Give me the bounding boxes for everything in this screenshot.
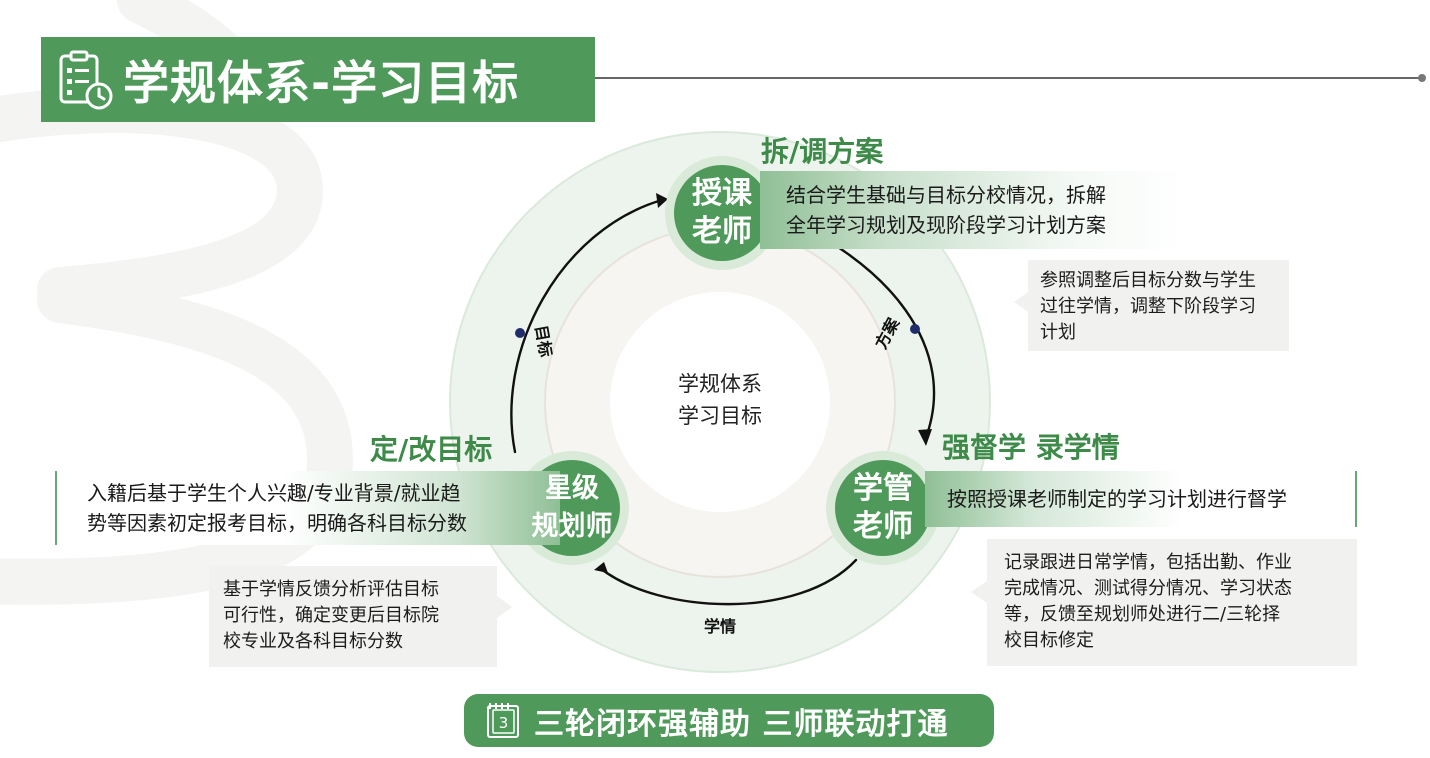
band-teacher-line-1: 结合学生基础与目标分校情况，拆解 bbox=[786, 183, 1106, 207]
note-manager-line-4: 校目标修定 bbox=[1004, 630, 1094, 651]
inner-circle bbox=[610, 292, 830, 512]
note-manager: 记录跟进日常学情，包括出勤、作业 完成情况、测试得分情况、学习状态 等，反馈至规… bbox=[971, 539, 1357, 666]
band-planner-line-2: 势等因素初定报考目标，明确各科目标分数 bbox=[87, 511, 467, 535]
band-teacher-line-2: 全年学习规划及现阶段学习计划方案 bbox=[786, 213, 1106, 237]
clipboard-clock-icon bbox=[59, 50, 113, 109]
stage-heading-manager: 强督学 录学情 bbox=[942, 431, 1120, 464]
note-planner-line-3: 校专业及各科目标分数 bbox=[223, 631, 403, 652]
role-teacher-line-1: 授课 bbox=[692, 176, 752, 211]
footer-banner: 3 三轮闭环强辅助 三师联动打通 bbox=[464, 694, 994, 747]
role-label-manager: 学管 老师 bbox=[838, 470, 928, 546]
band-teacher-description: 结合学生基础与目标分校情况，拆解 全年学习规划及现阶段学习计划方案 bbox=[760, 171, 1185, 249]
role-manager-line-1: 学管 bbox=[853, 471, 913, 506]
band-planner-line-1: 入籍后基于学生个人兴趣/专业背景/就业趋 bbox=[87, 481, 461, 505]
stage-heading-teacher: 拆/调方案 bbox=[761, 135, 884, 168]
note-planner-line-2: 可行性，确定变更后目标院 bbox=[223, 605, 439, 626]
note-manager-line-2: 完成情况、测试得分情况、学习状态 bbox=[1004, 578, 1292, 599]
notepad-three-icon: 3 bbox=[487, 702, 519, 738]
note-teacher-line-2: 过往学情，调整下阶段学习 bbox=[1040, 296, 1256, 317]
band-manager-line-1: 按照授课老师制定的学习计划进行督学 bbox=[947, 487, 1287, 511]
role-circle-manager bbox=[826, 451, 940, 565]
footer-icon-digit: 3 bbox=[499, 714, 509, 732]
note-teacher: 参照调整后目标分数与学生 过往学情，调整下阶段学习 计划 bbox=[1014, 260, 1289, 351]
note-teacher-line-3: 计划 bbox=[1040, 322, 1076, 343]
note-manager-line-3: 等，反馈至规划师处进行二/三轮择 bbox=[1004, 604, 1281, 625]
arrowhead-manager bbox=[918, 429, 932, 446]
note-teacher-line-1: 参照调整后目标分数与学生 bbox=[1040, 270, 1256, 291]
arrow-dot-goal bbox=[515, 328, 525, 338]
arrow-manager-to-planner bbox=[598, 558, 858, 606]
role-label-planner: 星级 规划师 bbox=[522, 470, 622, 546]
arrow-label-status: 学情 bbox=[704, 617, 736, 636]
band-manager-description: 按照授课老师制定的学习计划进行督学 bbox=[925, 471, 1357, 527]
role-planner-line-1: 星级 bbox=[545, 473, 599, 504]
center-label-line-1: 学规体系 bbox=[678, 372, 762, 396]
arrowhead-teacher bbox=[656, 193, 668, 208]
title-divider-line bbox=[595, 77, 1421, 79]
note-manager-line-1: 记录跟进日常学情，包括出勤、作业 bbox=[1004, 552, 1292, 573]
title-bar: 学规体系-学习目标 bbox=[41, 37, 595, 122]
arrowhead-planner bbox=[594, 562, 608, 573]
role-manager-line-2: 老师 bbox=[853, 509, 913, 544]
center-label: 学规体系 学习目标 bbox=[650, 368, 790, 432]
center-label-line-2: 学习目标 bbox=[678, 404, 762, 428]
role-planner-line-2: 规划师 bbox=[531, 511, 613, 542]
arrow-dot-plan bbox=[910, 324, 920, 334]
page-title: 学规体系-学习目标 bbox=[123, 55, 520, 110]
role-label-teacher: 授课 老师 bbox=[677, 175, 767, 251]
arrow-planner-to-teacher bbox=[510, 198, 664, 454]
note-planner-line-1: 基于学情反馈分析评估目标 bbox=[223, 579, 439, 600]
band-planner-description: 入籍后基于学生个人兴趣/专业背景/就业趋 势等因素初定报考目标，明确各科目标分数 bbox=[55, 471, 560, 545]
note-planner: 基于学情反馈分析评估目标 可行性，确定变更后目标院 校专业及各科目标分数 bbox=[209, 566, 512, 667]
stage-heading-planner: 定/改目标 bbox=[370, 433, 493, 466]
role-teacher-line-2: 老师 bbox=[692, 214, 752, 249]
title-divider-end-dot bbox=[1418, 74, 1426, 82]
role-circle-teacher bbox=[665, 156, 779, 270]
footer-text: 三轮闭环强辅助 三师联动打通 bbox=[534, 706, 949, 742]
